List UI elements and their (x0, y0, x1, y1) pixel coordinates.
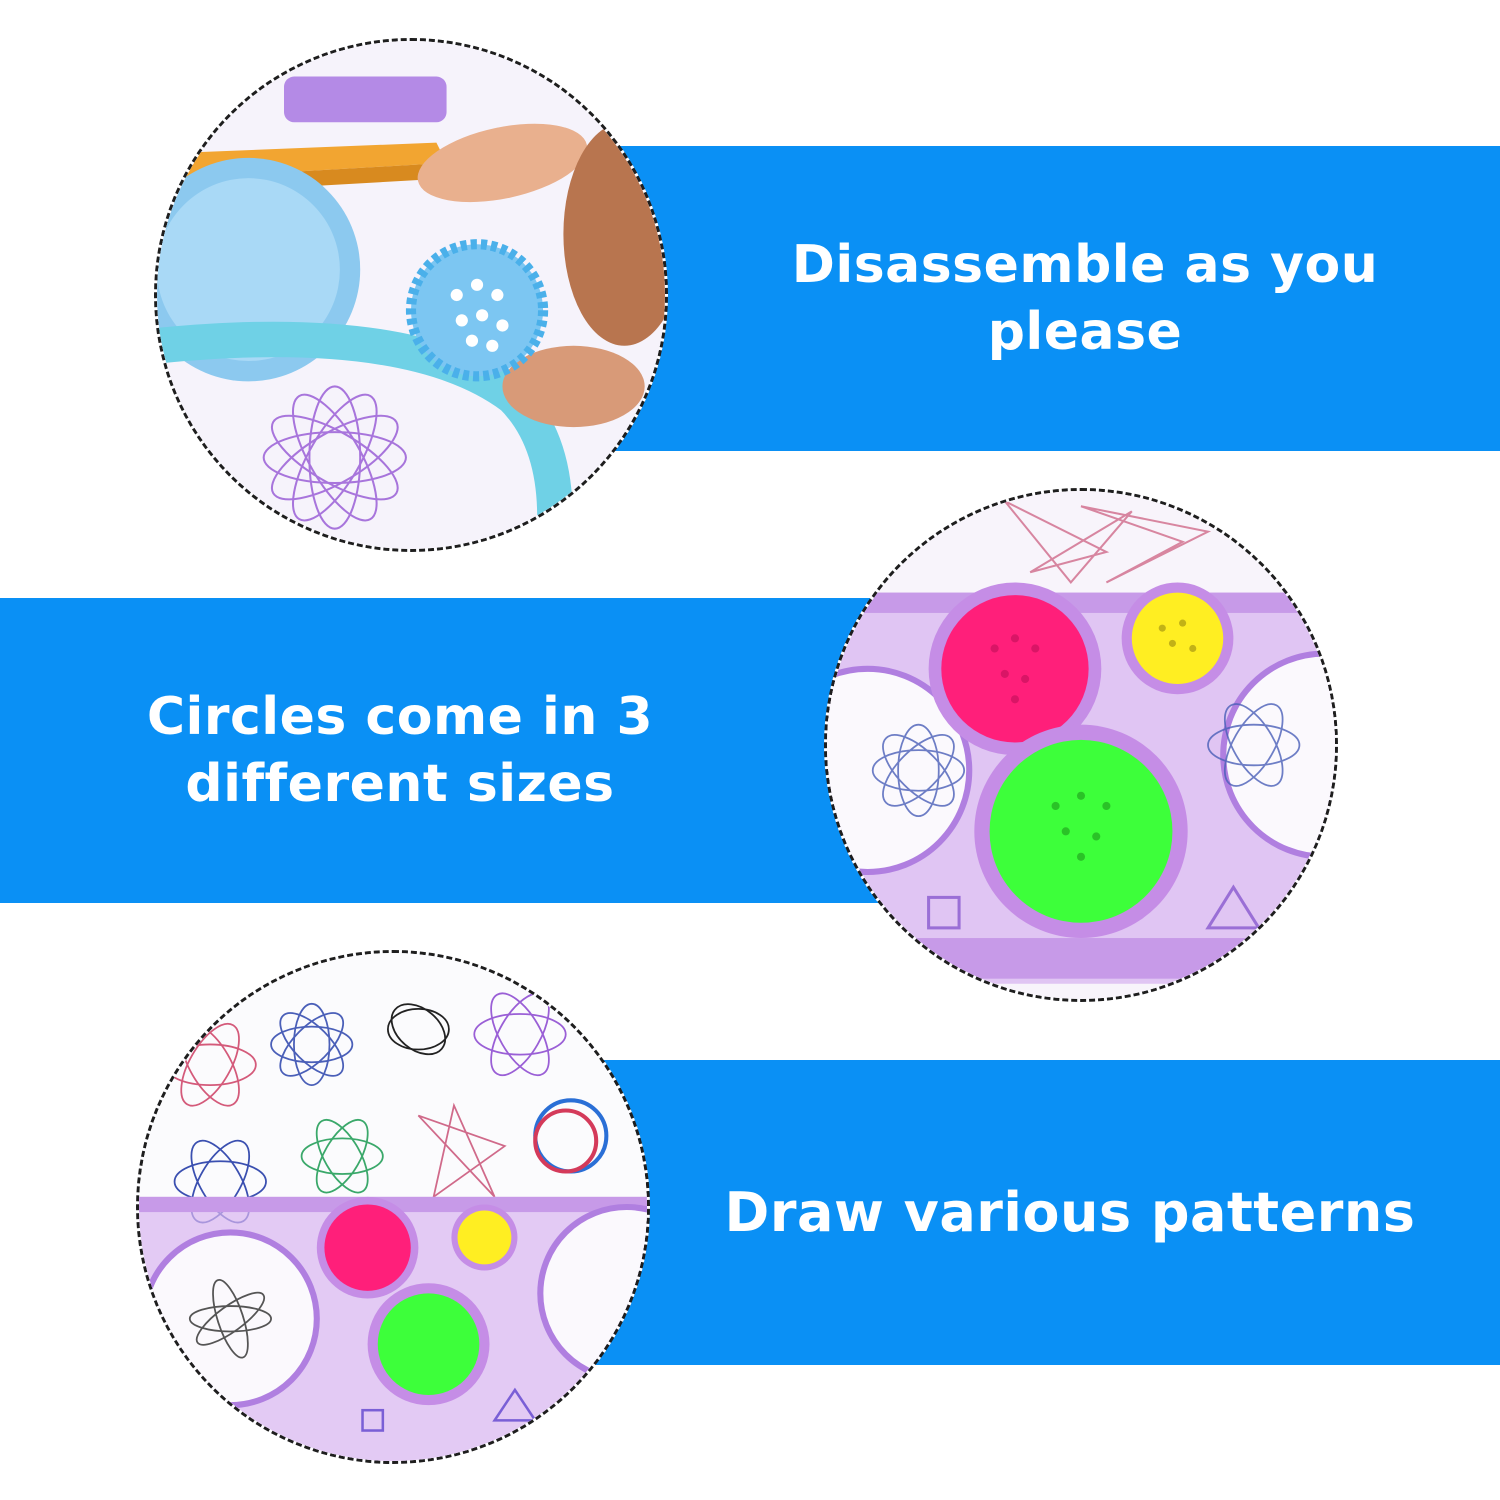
photo-three-gears (824, 488, 1338, 1002)
feature-2-line-1: Circles come in 3 (146, 686, 654, 747)
patterns-illustration (139, 953, 647, 1461)
photo-gear-in-hand (154, 38, 668, 552)
feature-3-text: Draw various patterns (724, 1180, 1416, 1244)
feature-2-line-2: different sizes (185, 753, 615, 814)
feature-band-2: Circles come in 3 different sizes (0, 598, 940, 903)
feature-1-text: Disassemble as you please (791, 234, 1379, 362)
three-gears-illustration (827, 491, 1335, 999)
photo-patterns (136, 950, 650, 1464)
gear-in-hand-illustration (157, 41, 665, 549)
feature-band-3: Draw various patterns (560, 1060, 1500, 1365)
feature-2-text: Circles come in 3 different sizes (147, 684, 653, 817)
feature-band-1: Disassemble as you please (560, 146, 1500, 451)
